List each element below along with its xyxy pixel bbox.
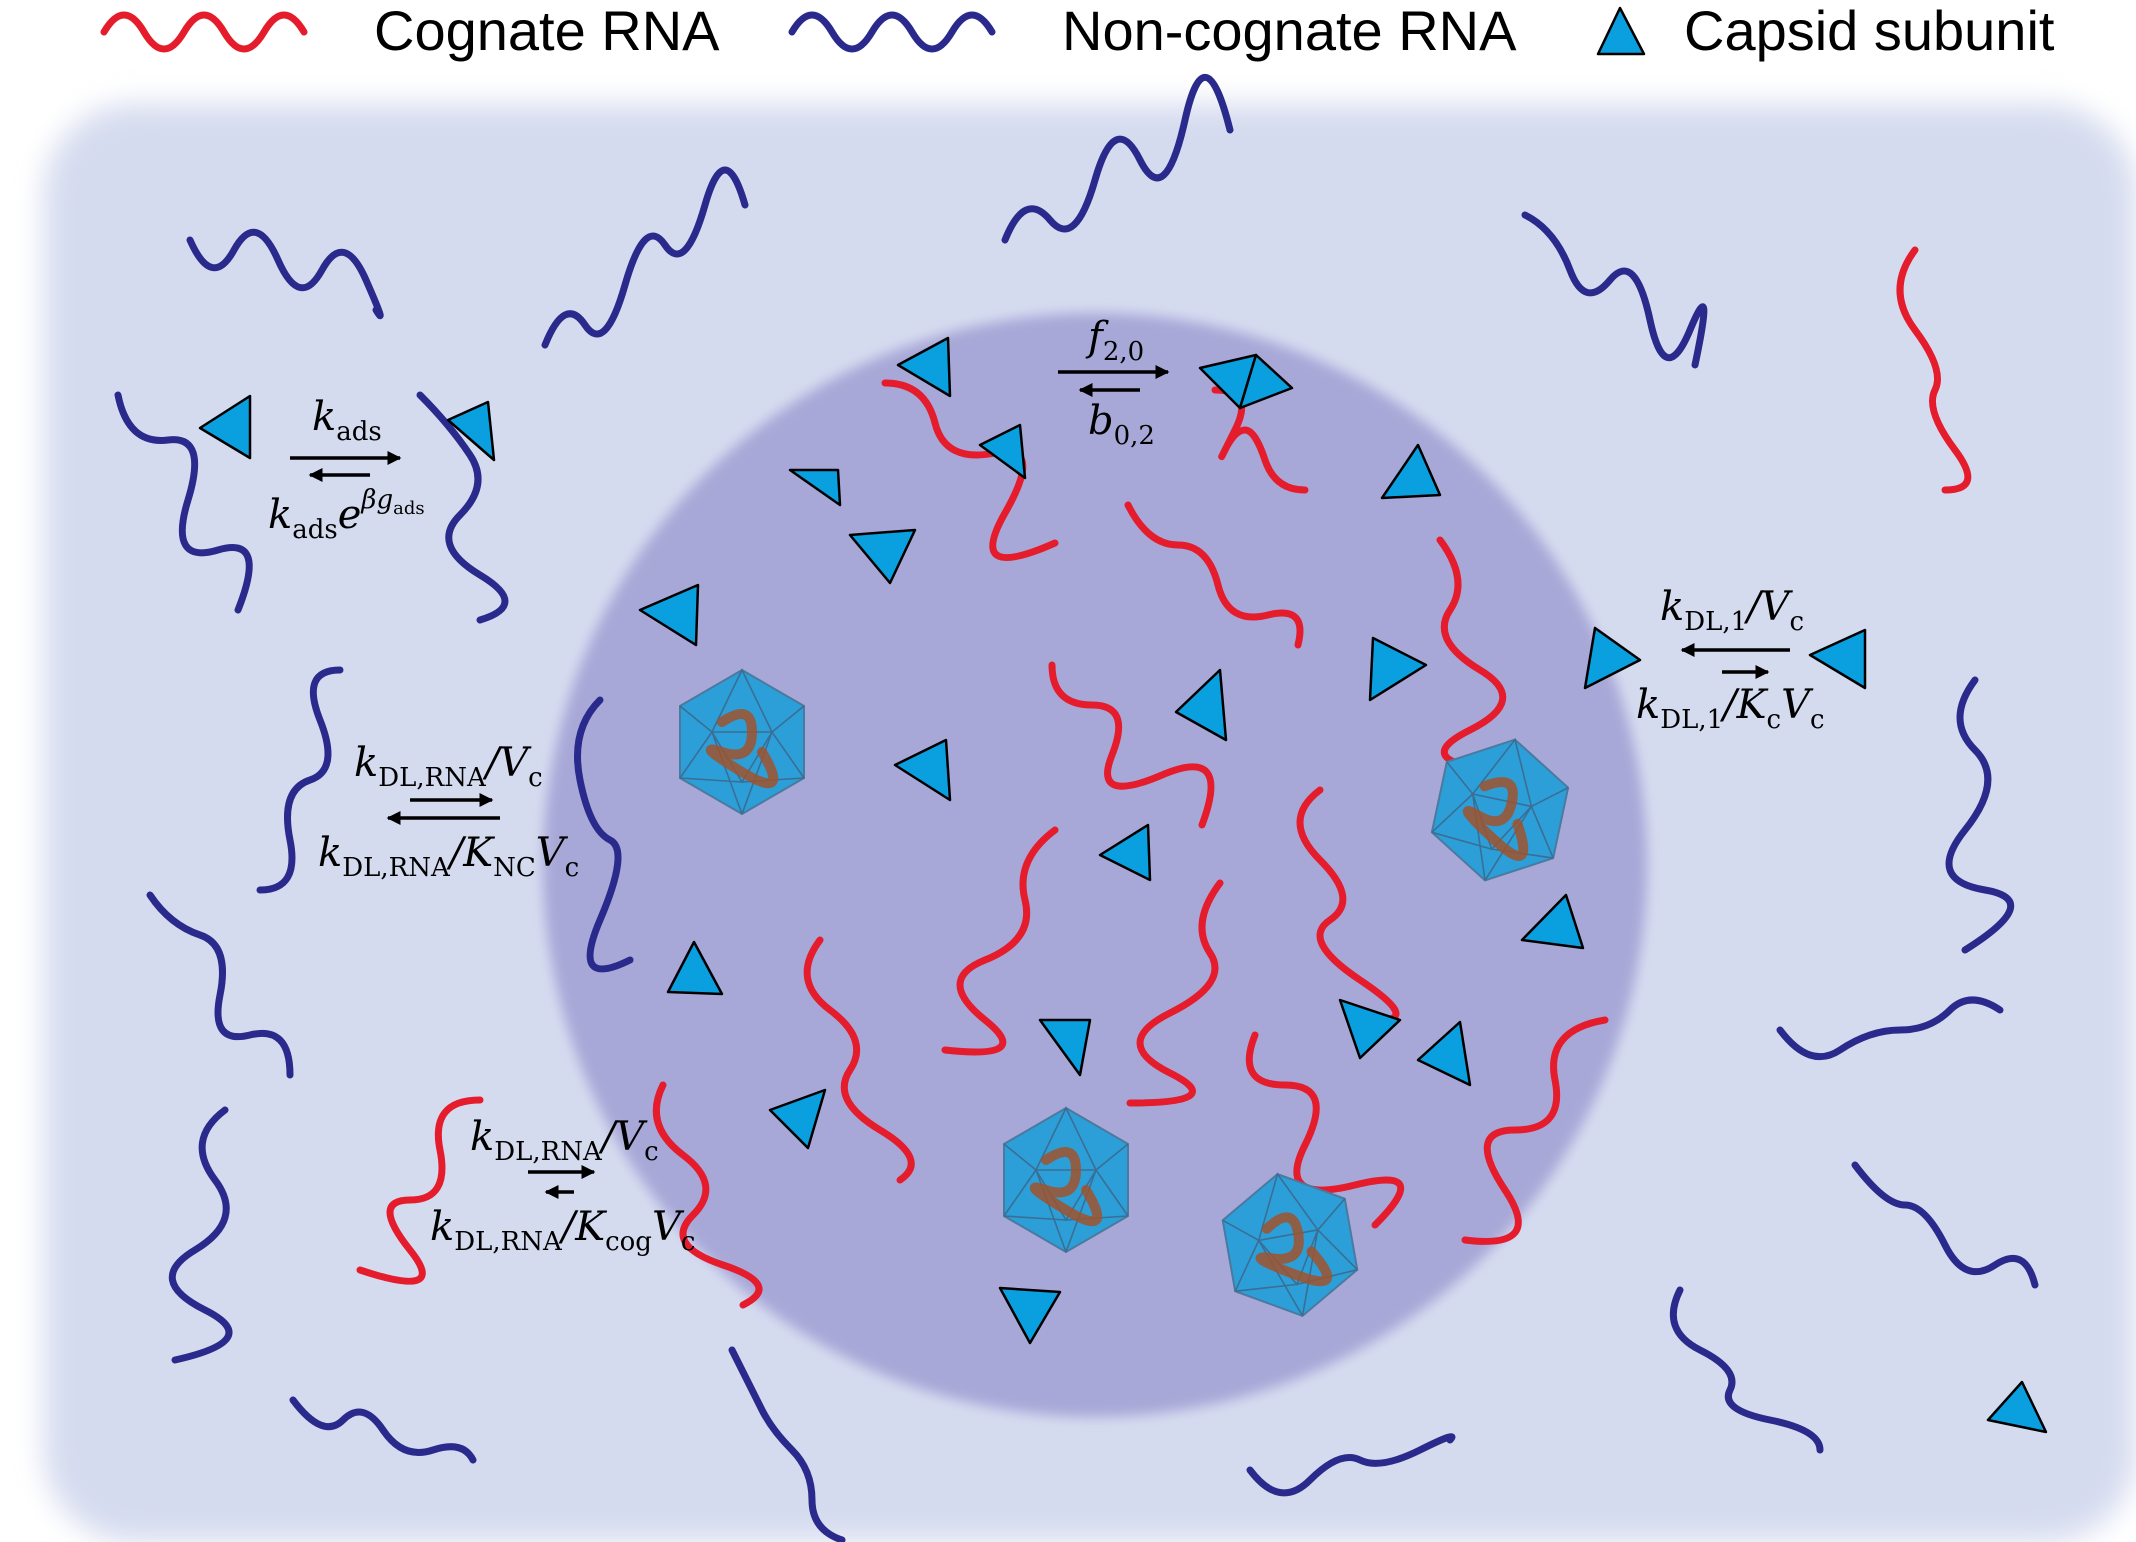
capsid-subunit <box>198 394 252 460</box>
noncognate-rna-strand <box>1001 73 1234 244</box>
capsid-subunit <box>893 738 952 802</box>
cognate-rna-strand <box>803 936 915 1184</box>
adsorption-reaction: kads kadseβgads <box>268 394 425 545</box>
capsid-subunit <box>1380 443 1442 500</box>
capsid-subunit <box>1520 893 1585 950</box>
adsorption-forward-rate: kads <box>312 394 382 447</box>
noncognate-rna-strand <box>728 1346 846 1542</box>
cognate-rna-strand <box>1461 1016 1609 1245</box>
capsid <box>679 668 805 816</box>
capsid-subunit <box>1986 1380 2048 1434</box>
cognate-rna-strand <box>652 1081 763 1309</box>
noncognate-rna-strand <box>541 166 749 349</box>
noncognate-rna-strand <box>1521 211 1708 369</box>
subunit-group <box>198 336 2048 1434</box>
legend-cognate-rna-icon <box>100 11 308 53</box>
legend-subunit-label: Capsid subunit <box>1684 0 2055 62</box>
legend-subunit-icon <box>1596 6 1646 56</box>
cognate-rna-strand <box>941 826 1059 1056</box>
capsid-subunit <box>1098 823 1152 882</box>
subunit-dimer-right <box>1238 353 1294 410</box>
noncognate-rna-strand <box>1776 996 2004 1061</box>
capsid-subunit <box>1583 626 1642 690</box>
legend: Cognate RNA Non-cognate RNA Capsid subun… <box>100 0 2055 62</box>
noncognate-rna-strand <box>574 696 634 973</box>
legend-noncognate-label: Non-cognate RNA <box>1062 0 1517 62</box>
capsid-subunit <box>666 940 724 996</box>
dimerization-backward-rate: b0,2 <box>1088 398 1155 451</box>
capsid-subunit <box>1808 628 1867 690</box>
noncognate-rna-group <box>114 73 2039 1542</box>
capsid-subunit <box>1038 1018 1092 1077</box>
capsid-subunit <box>788 468 842 507</box>
cognate-partition-forward-rate: kDL,RNA/Vc <box>470 1114 659 1167</box>
noncognate-partition-backward-rate: kDL,RNA/KNCVc <box>318 830 579 883</box>
cognate-rna-strand <box>1245 1031 1405 1229</box>
noncognate-partition-reaction: kDL,RNA/Vc kDL,RNA/KNCVc <box>318 740 579 883</box>
capsid-subunit <box>1338 998 1402 1060</box>
subunit-partition-reaction: kDL,1/Vc kDL,1/KcVc <box>1636 584 1825 735</box>
capsid-subunit <box>768 1088 827 1150</box>
cognate-rna-strand <box>1048 661 1215 829</box>
noncognate-rna-strand <box>1851 1161 2039 1289</box>
condensate-droplet <box>543 313 1647 1417</box>
noncognate-rna-strand <box>256 666 344 894</box>
cognate-rna-strand <box>1124 501 1304 649</box>
capsid-subunit <box>1174 668 1228 742</box>
capsid-subunit <box>848 528 917 585</box>
noncognate-rna-strand <box>186 228 384 320</box>
capsid-subunit <box>446 400 496 462</box>
noncognate-rna-strand <box>168 1106 233 1364</box>
noncognate-partition-forward-rate: kDL,RNA/Vc <box>354 740 543 793</box>
subunit-partition-forward-rate: kDL,1/Vc <box>1660 584 1804 637</box>
cognate-rna-strand <box>1296 786 1400 1024</box>
capsid-subunit <box>998 1286 1062 1345</box>
subunit-partition-backward-rate: kDL,1/KcVc <box>1636 682 1825 735</box>
noncognate-rna-strand <box>1945 676 2015 954</box>
cognate-rna-strand <box>1436 536 1507 774</box>
capsid-subunit <box>638 583 700 647</box>
cognate-rna-strand <box>1126 879 1224 1107</box>
cognate-rna-strand <box>356 1096 484 1285</box>
noncognate-rna-strand <box>1246 1433 1456 1497</box>
adsorption-backward-rate: kadseβgads <box>268 485 425 545</box>
capsid-subunit <box>1416 1020 1472 1087</box>
capsid-subunit <box>1368 636 1428 702</box>
noncognate-rna-strand <box>1669 1286 1824 1454</box>
cognate-partition-backward-rate: kDL,RNA/KcogVc <box>430 1204 695 1257</box>
noncognate-rna-strand <box>289 1396 477 1464</box>
noncognate-rna-strand <box>114 391 253 614</box>
dimerization-reaction: f2,0 b0,2 <box>1058 314 1170 451</box>
dimerization-forward-rate: f2,0 <box>1085 314 1144 367</box>
capsid-subunit <box>978 423 1027 480</box>
capsid <box>1003 1106 1129 1254</box>
cognate-rna-strand <box>1896 246 1972 494</box>
capsid <box>1221 1172 1359 1318</box>
legend-cognate-label: Cognate RNA <box>374 0 720 62</box>
noncognate-rna-strand <box>146 891 294 1079</box>
noncognate-rna-strand <box>416 391 509 624</box>
capsid <box>1430 737 1570 882</box>
legend-noncognate-rna-icon <box>788 11 996 53</box>
cognate-partition-reaction: kDL,RNA/Vc kDL,RNA/KcogVc <box>430 1114 695 1257</box>
cognate-rna-strand <box>1211 386 1309 494</box>
capsid-subunit <box>896 336 952 398</box>
